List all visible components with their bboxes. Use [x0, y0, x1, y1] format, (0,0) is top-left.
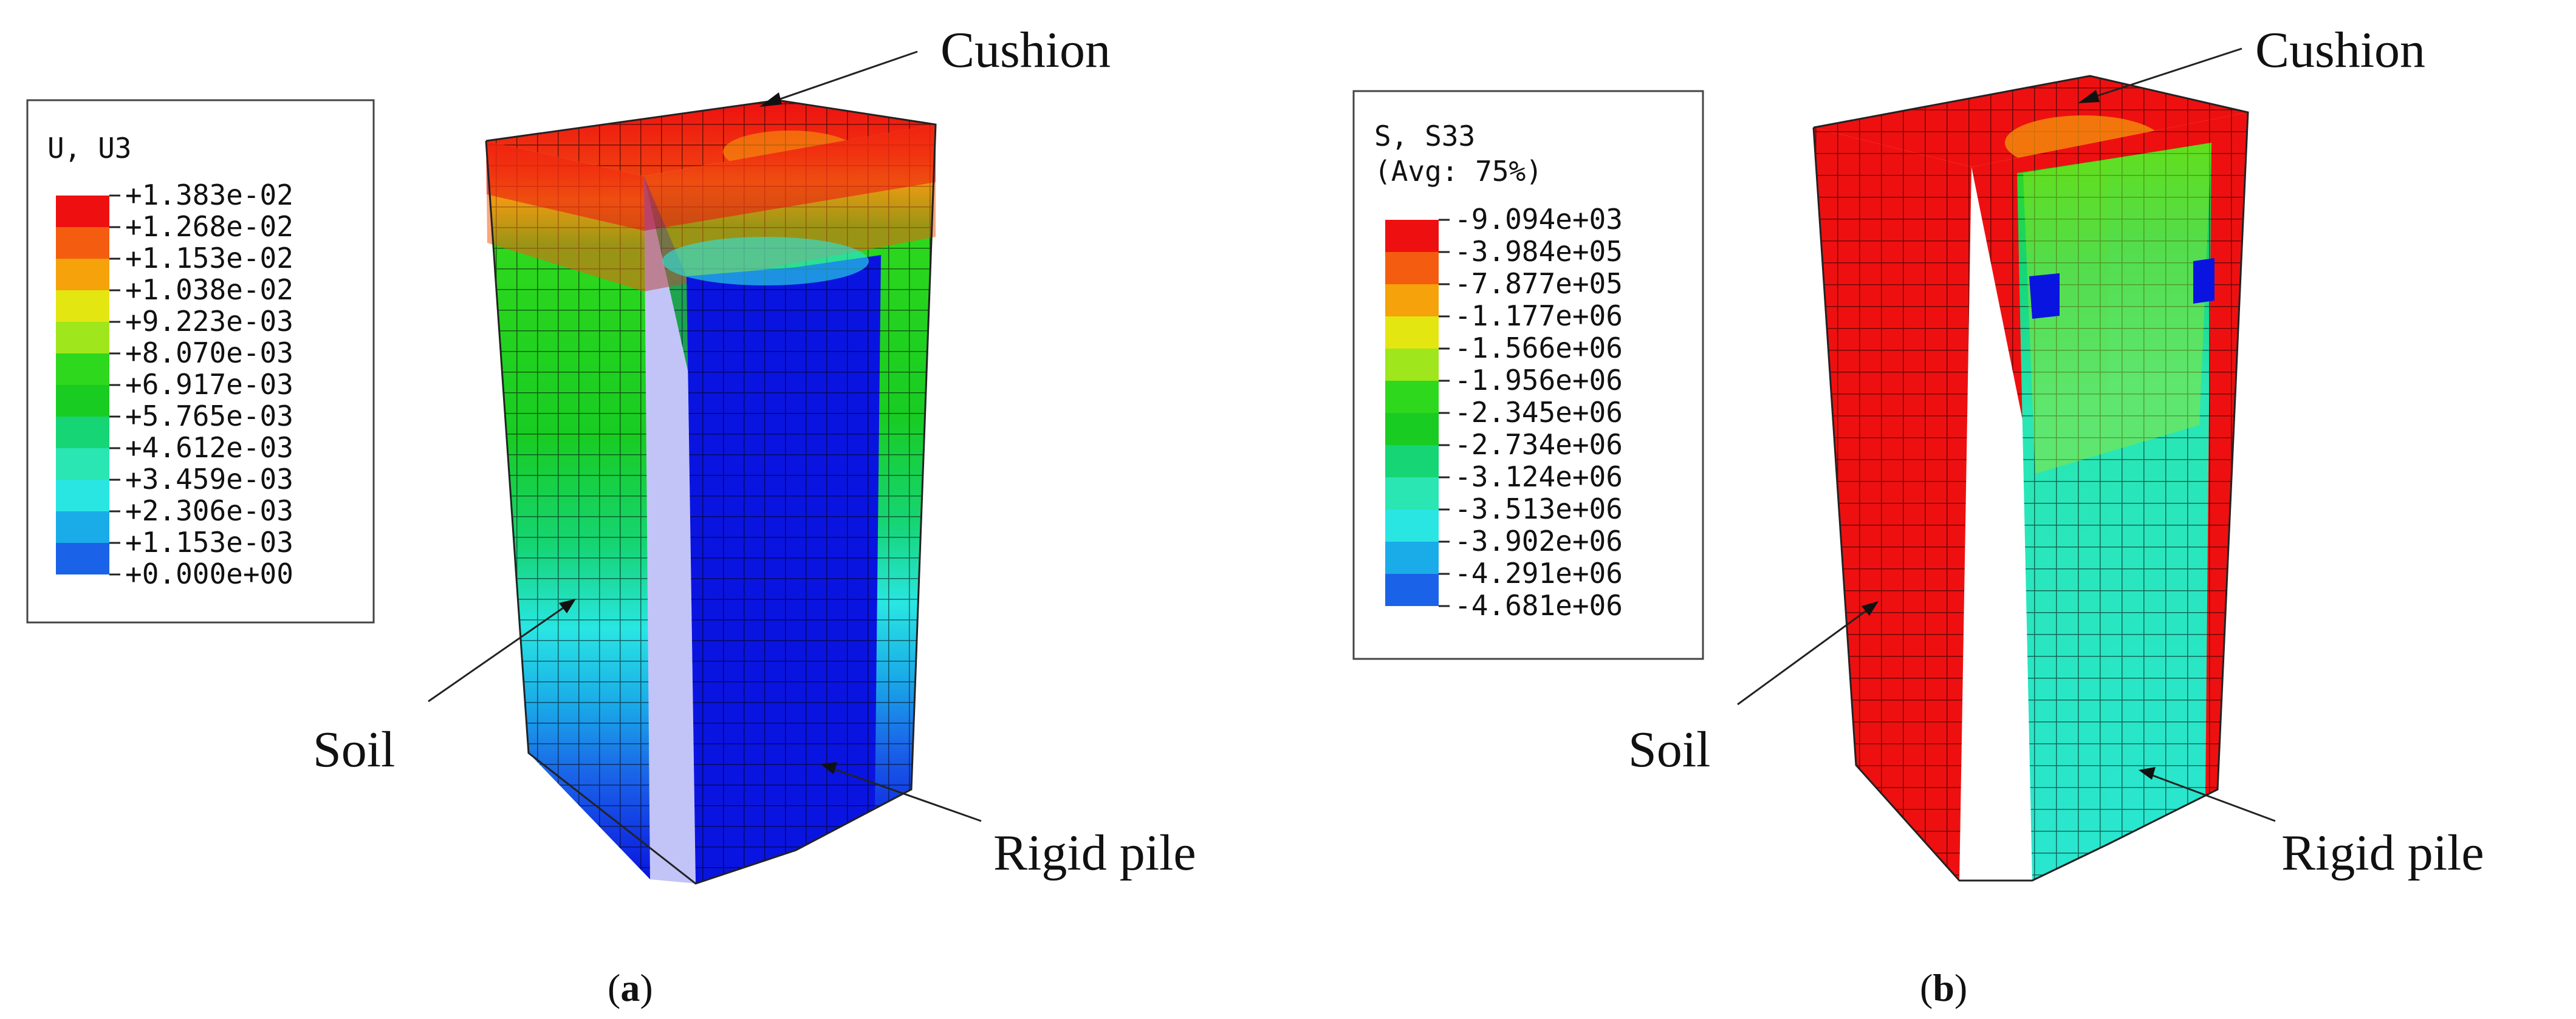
- legend-level-label: -1.566e+06: [1454, 332, 1623, 364]
- legend-swatch: [1385, 574, 1439, 606]
- arrow-rigid-pile-a: [826, 765, 982, 822]
- legend-swatch: [1385, 413, 1439, 445]
- legend-swatch: [56, 417, 109, 448]
- labels-b: Cushion Soil Rigid pile: [1628, 22, 2484, 881]
- legend-level-label: +8.070e-03: [125, 336, 293, 369]
- arrow-soil-b: [1737, 604, 1875, 706]
- legend-level-label: +9.223e-03: [125, 305, 293, 338]
- legend-level-label: -1.956e+06: [1454, 364, 1623, 397]
- legend-swatch: [56, 448, 109, 480]
- legend-swatch: [56, 227, 109, 259]
- legend-level-label: -2.734e+06: [1454, 428, 1623, 461]
- legend-swatch: [56, 290, 109, 322]
- legend-level-label: -4.681e+06: [1454, 589, 1623, 622]
- legend-b-scale: -9.094e+03-3.984e+05-7.877e+05-1.177e+06…: [1385, 203, 1623, 622]
- legend-swatch: [1385, 220, 1439, 252]
- caption-b: (b): [1920, 966, 1967, 1009]
- legend-level-label: -3.124e+06: [1454, 460, 1623, 493]
- legend-swatch: [1385, 445, 1439, 477]
- legend-swatch: [1385, 284, 1439, 316]
- legend-level-label: -3.513e+06: [1454, 492, 1623, 525]
- legend-level-label: +2.306e-03: [125, 494, 293, 527]
- legend-level-label: +1.153e-03: [125, 526, 293, 559]
- labels-a: Cushion Soil Rigid pile: [313, 22, 1196, 881]
- label-cushion-b: Cushion: [2255, 22, 2425, 78]
- label-rigid-pile-b: Rigid pile: [2281, 825, 2484, 881]
- label-soil-a: Soil: [313, 721, 395, 778]
- panel-b: S, S33 (Avg: 75%) -9.094e+03-3.984e+05-7…: [1352, 22, 2484, 1009]
- legend-level-label: +4.612e-03: [125, 431, 293, 464]
- arrow-cushion-a: [764, 50, 918, 106]
- label-cushion-a: Cushion: [940, 22, 1111, 78]
- model-a: [485, 99, 937, 885]
- legend-a-title: U, U3: [47, 132, 131, 165]
- legend-b-subtitle: (Avg: 75%): [1374, 155, 1543, 188]
- legend-level-label: -3.902e+06: [1454, 525, 1623, 557]
- legend-level-label: +1.268e-02: [125, 210, 293, 243]
- legend-level-label: -4.291e+06: [1454, 557, 1623, 590]
- legend-swatch: [1385, 477, 1439, 510]
- legend-b-title: S, S33: [1374, 120, 1475, 152]
- legend-a: U, U3 +1.383e-02+1.268e-02+1.153e-02+1.0…: [26, 99, 375, 624]
- legend-swatch: [1385, 510, 1439, 542]
- arrow-cushion-b: [2083, 47, 2242, 101]
- legend-level-label: -3.984e+05: [1454, 235, 1623, 268]
- legend-swatch: [56, 480, 109, 511]
- arrow-soil-a: [428, 601, 572, 703]
- legend-b: S, S33 (Avg: 75%) -9.094e+03-3.984e+05-7…: [1352, 90, 1704, 660]
- legend-swatch: [1385, 542, 1439, 574]
- legend-swatch: [1385, 252, 1439, 284]
- legend-swatch: [56, 353, 109, 385]
- legend-level-label: +0.000e+00: [125, 557, 293, 590]
- label-soil-b: Soil: [1628, 721, 1710, 778]
- legend-level-label: +1.383e-02: [125, 179, 293, 211]
- legend-swatch: [56, 259, 109, 290]
- legend-level-label: +1.038e-02: [125, 273, 293, 306]
- legend-swatch: [1385, 349, 1439, 381]
- legend-swatch: [1385, 381, 1439, 413]
- legend-swatch: [56, 322, 109, 353]
- model-b: [1812, 75, 2249, 882]
- legend-swatch: [56, 543, 109, 574]
- legend-swatch: [56, 511, 109, 543]
- arrow-rigid-pile-b: [2144, 771, 2276, 822]
- legend-level-label: +5.765e-03: [125, 400, 293, 432]
- legend-level-label: -1.177e+06: [1454, 299, 1623, 332]
- caption-a: (a): [608, 966, 653, 1009]
- legend-swatch: [1385, 316, 1439, 349]
- legend-swatch: [56, 385, 109, 417]
- legend-level-label: -7.877e+05: [1454, 267, 1623, 300]
- legend-a-scale: +1.383e-02+1.268e-02+1.153e-02+1.038e-02…: [56, 179, 293, 590]
- legend-swatch: [56, 196, 109, 227]
- legend-level-label: -9.094e+03: [1454, 203, 1623, 236]
- legend-level-label: +3.459e-03: [125, 463, 293, 496]
- panel-a: U, U3 +1.383e-02+1.268e-02+1.153e-02+1.0…: [26, 22, 1196, 1009]
- label-rigid-pile-a: Rigid pile: [993, 825, 1196, 881]
- legend-level-label: +1.153e-02: [125, 242, 293, 274]
- legend-level-label: -2.345e+06: [1454, 396, 1623, 429]
- legend-level-label: +6.917e-03: [125, 368, 293, 401]
